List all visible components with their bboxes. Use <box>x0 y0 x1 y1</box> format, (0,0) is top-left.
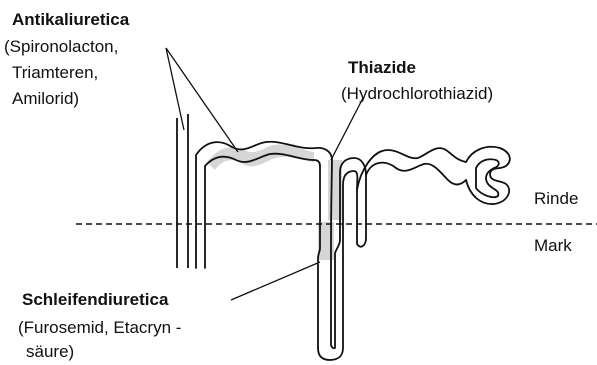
label-antikaliuretica-title: Antikaliuretica <box>12 10 129 30</box>
label-schleifendiuretica-line2: säure) <box>26 342 74 362</box>
label-schleifendiuretica-title: Schleifendiuretica <box>22 290 168 310</box>
leader-thiazide <box>331 98 363 160</box>
label-antikaliuretica-line1: (Spironolacton, <box>4 37 118 57</box>
label-cortex: Rinde <box>534 189 578 209</box>
label-thiazide-title: Thiazide <box>348 58 416 78</box>
leader-schleifendiuretica <box>231 262 320 300</box>
action-site-shading <box>207 145 342 260</box>
label-schleifendiuretica-line1: (Furosemid, Etacryn - <box>18 318 181 338</box>
label-medulla: Mark <box>534 236 572 256</box>
label-thiazide-line1: (Hydrochlorothiazid) <box>341 84 493 104</box>
label-antikaliuretica-line2: Triamteren, <box>12 63 98 83</box>
nephron-tubule <box>196 142 510 360</box>
label-antikaliuretica-line3: Amilorid) <box>12 89 79 109</box>
collecting-duct <box>177 114 188 268</box>
